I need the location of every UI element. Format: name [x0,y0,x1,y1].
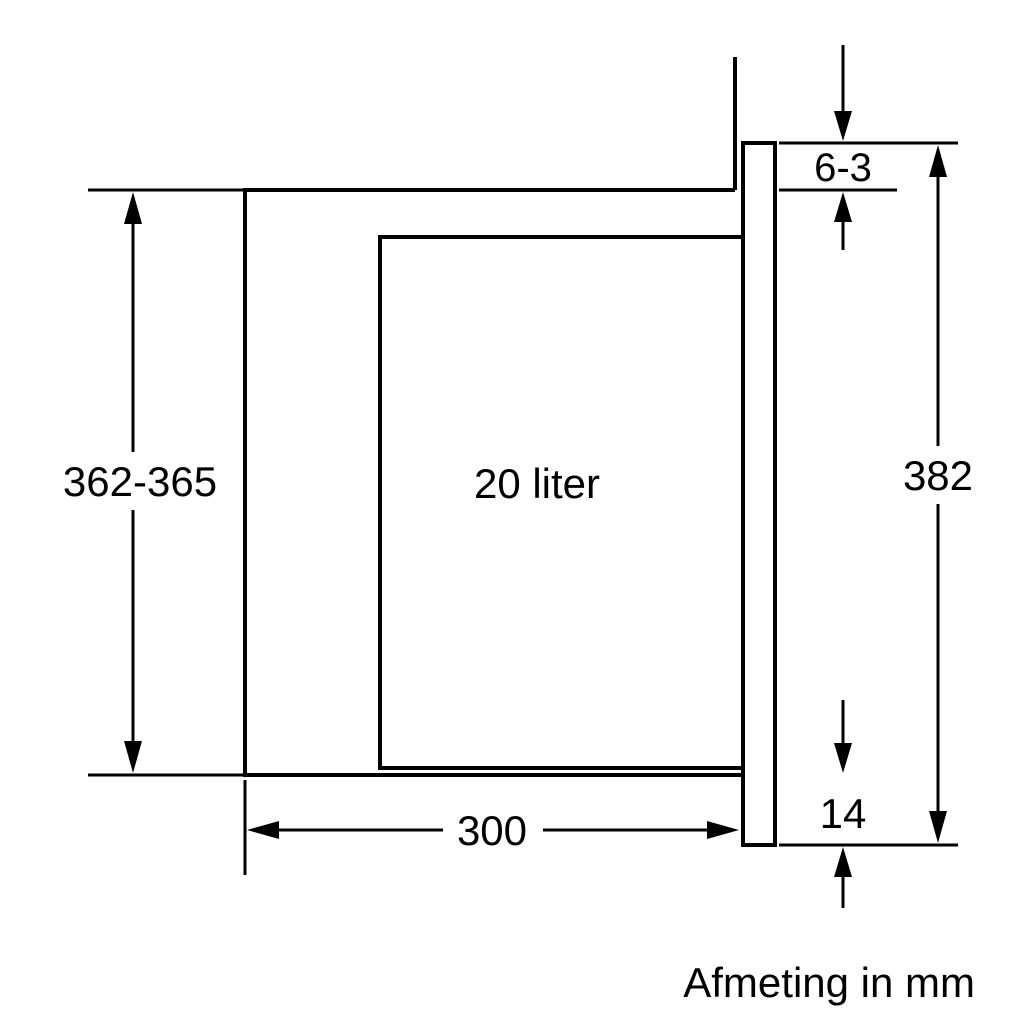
label-backplate [42,452,238,510]
arrowhead-up-icon [929,145,947,177]
label-backplate [443,803,543,857]
arrowhead-up-icon [124,192,142,224]
top-gap-label: 6-3 [814,146,872,190]
dim-top-gap: 6-3 [779,45,897,250]
arrowhead-down-icon [834,743,852,773]
front-panel [741,141,777,847]
appliance-body-outline [378,235,743,770]
niche-outline [243,188,741,777]
units-caption: Afmeting in mm [683,959,975,1006]
depth-label: 300 [457,807,527,854]
capacity-label: 20 liter [474,460,600,507]
bottom-overlap-label: 14 [820,790,867,837]
dim-niche-height: 362-365 [42,188,245,777]
arrowhead-down-icon [124,741,142,773]
arrowhead-down-icon [929,811,947,843]
arrowhead-left-icon [247,821,279,839]
arrowhead-up-icon [834,192,852,222]
dim-bottom-overlap: 14 [820,700,867,908]
arrowhead-down-icon [834,111,852,141]
front-height-label: 382 [903,452,973,499]
dim-front-height: 382 [779,141,984,847]
cabinet-niche [243,57,741,777]
arrowhead-right-icon [707,821,739,839]
arrowhead-up-icon [834,847,852,877]
dim-depth: 300 [243,780,739,875]
label-backplate [894,446,984,504]
niche-height-label: 362-365 [63,458,217,505]
